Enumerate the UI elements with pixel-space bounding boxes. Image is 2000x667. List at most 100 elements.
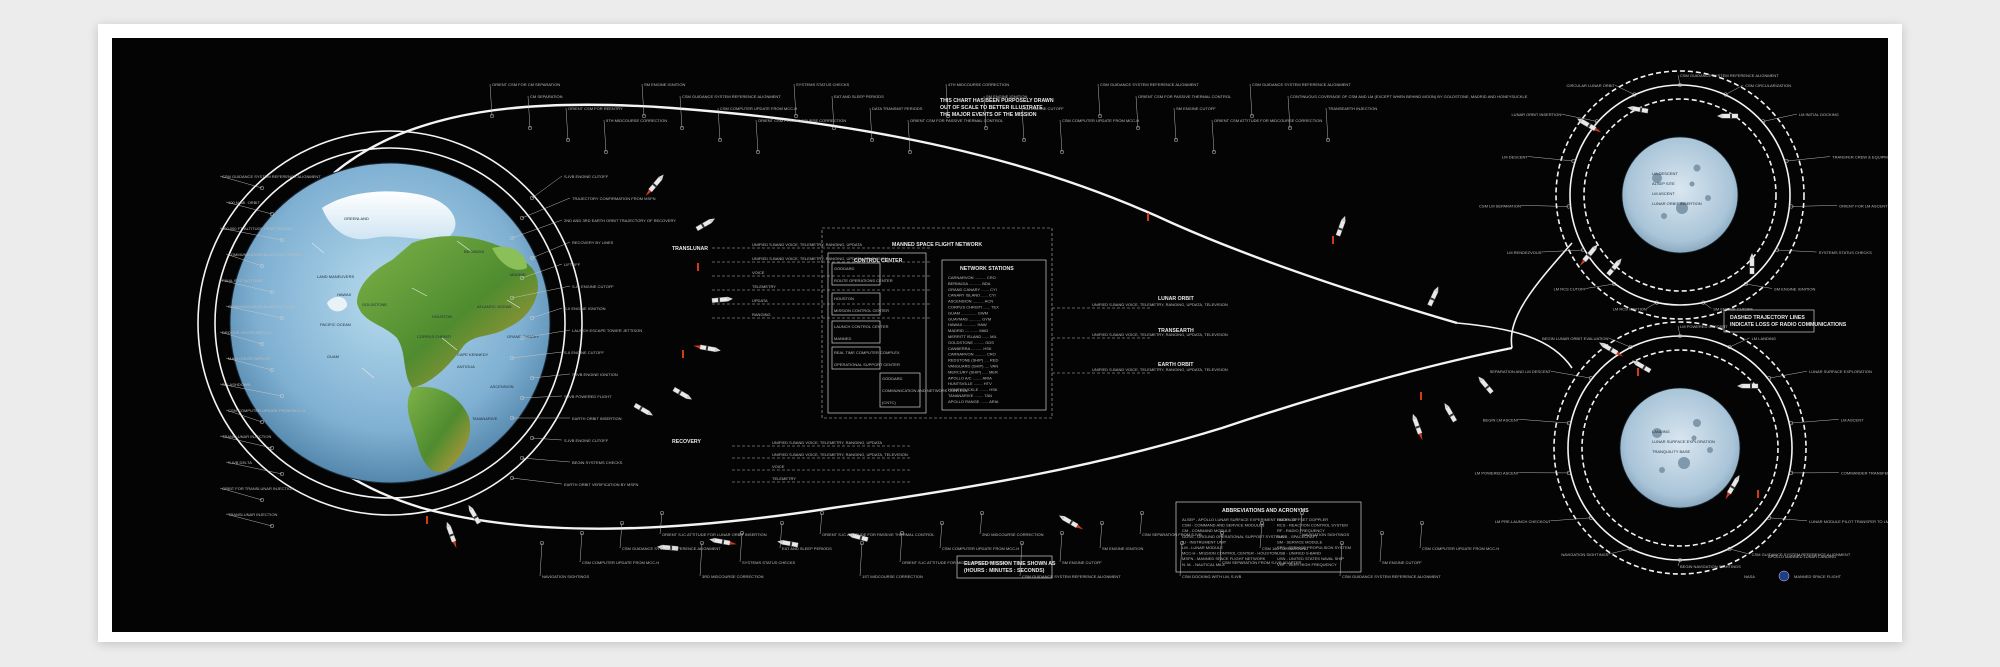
- leader-line: [793, 83, 797, 117]
- event-callout: EARTH ORBIT INSERTION: [572, 416, 622, 421]
- abbreviation-entry: LM - LUNAR MODULE: [1182, 545, 1223, 550]
- event-marker: [259, 341, 265, 347]
- leader-line: [225, 253, 263, 267]
- abbreviation-entry: GOSS - GROUND OPERATIONAL SUPPORT SYSTEM…: [1182, 534, 1285, 539]
- event-callout: LUNAR SURFACE EXPLORATION: [1809, 369, 1872, 374]
- event-callout: LAUNCH ESCAPE TOWER JETTISON: [572, 328, 642, 333]
- engine-burn-marker: [426, 516, 428, 524]
- event-callout: 4TH MIDCOURSE CORRECTION: [948, 82, 1009, 87]
- event-callout: S-IVB ENGINE CUTOFF: [564, 174, 609, 179]
- earth-label: GOLDSTONE: [362, 302, 387, 307]
- network-station: CARNARVON .......... CRO: [948, 275, 996, 280]
- leader-line: [219, 487, 263, 501]
- moon-label: TRANQUILITY BASE: [1652, 449, 1690, 454]
- leader-line: [1677, 559, 1681, 567]
- event-marker: [279, 237, 285, 243]
- event-callout: SM ENGINE CUTOFF: [1382, 560, 1422, 565]
- event-marker: [269, 523, 275, 529]
- spacecraft-icon: [468, 505, 482, 525]
- comm-link-label: UNIFIED S-BAND VOICE, TELEMETRY, RANGING…: [1092, 302, 1228, 307]
- network-station: APOLLO RANGE ....... ARIA: [948, 399, 999, 404]
- leader-line: [579, 532, 583, 563]
- event-callout: ORIENT CSM ATTITUDE FOR MIDCOURSE CORREC…: [1214, 118, 1322, 123]
- control-center-item: ROUTE OPERATIONS CENTER: [834, 278, 893, 283]
- spacecraft-icon: [693, 344, 721, 353]
- abbreviation-entry: N. M. - NAUTICAL MILE: [1182, 562, 1226, 567]
- event-callout: TRAJECTORY CONFIRMATION FROM MSFN: [572, 196, 656, 201]
- control-center-item: COMMUNICATION AND NETWORK CONTROL: [882, 388, 969, 393]
- event-marker: [519, 335, 525, 341]
- event-callout: SM ENGINE CUTOFF: [1024, 106, 1064, 111]
- leader-line: [1585, 283, 1615, 289]
- leader-line: [1608, 548, 1631, 555]
- moon-label: LUNAR SURFACE EXPLORATION: [1652, 439, 1715, 444]
- control-center-title: CONTROL CENTER: [854, 258, 903, 264]
- earth-station-markers: [311, 240, 521, 379]
- network-station: ASCENSION .......... ACN: [948, 299, 993, 304]
- leader-line: [679, 95, 683, 129]
- comm-link-label: TELEMETRY: [752, 284, 776, 289]
- event-marker: [1677, 557, 1683, 563]
- spacecraft-icon: [446, 521, 457, 549]
- leader-line: [521, 395, 563, 399]
- event-callout: LUNAR MODULE PILOT TRANSFER TO LM: [1809, 519, 1888, 524]
- leader-line: [531, 241, 571, 259]
- leader-line: [531, 307, 563, 319]
- event-callout: CM SEPARATION: [530, 94, 563, 99]
- earth-label: CAPE KENNEDY: [457, 352, 489, 357]
- leader-line: [225, 357, 273, 371]
- event-callout: 100 N. MI. ORBIT: [228, 200, 260, 205]
- leader-line: [1791, 419, 1839, 424]
- leader-line: [521, 329, 571, 339]
- leader-line: [521, 263, 563, 279]
- event-callout: 1ST MIDCOURSE CORRECTION: [862, 574, 923, 579]
- event-callout: 2ND AND 3RD EARTH ORBIT TRAJECTORY OF RE…: [564, 218, 676, 223]
- earth-globe: [229, 162, 551, 484]
- earth-label: PACIFIC OCEAN: [320, 322, 351, 327]
- lunar-orbit-upper-inner: [1583, 98, 1777, 292]
- south-america-land: [407, 386, 471, 473]
- abbreviations-list: ALSEP - APOLLO LUNAR SURFACE EXPERIMENT …: [1182, 517, 1351, 567]
- event-marker: [519, 275, 525, 281]
- event-callout: FINAL EXIT ALTITUDE: [222, 278, 263, 283]
- leader-line: [1019, 542, 1023, 577]
- event-marker: [269, 367, 275, 373]
- comm-phase-label: EARTH ORBIT: [1158, 362, 1194, 368]
- event-callout: SYSTEMS STATUS CHECKS: [742, 560, 796, 565]
- event-callout: BEGIN SYSTEMS CHECKS: [572, 460, 623, 465]
- spacecraft-icon: [777, 539, 799, 548]
- radio-loss-box: [1723, 309, 1815, 333]
- spacecraft-icon: [645, 174, 664, 196]
- engine-burn-marker: [1757, 490, 1759, 498]
- event-callout: NAVIGATION SIGHTINGS: [1561, 552, 1609, 557]
- engine-burn-marker: [697, 263, 699, 271]
- comm-link-label: UNIFIED S-BAND VOICE, TELEMETRY, RANGING…: [772, 440, 882, 445]
- event-callout: 2ND MIDCOURSE CORRECTION: [982, 532, 1044, 537]
- event-callout: LM RENDEZVOUS: [1507, 250, 1542, 255]
- scale-note-line1: THIS CHART HAS BEEN PURPOSELY DRAWN: [940, 98, 1054, 104]
- leader-line: [983, 95, 987, 129]
- earth-label: GUAM: [327, 354, 339, 359]
- event-callout: CSM GUIDANCE SYSTEM REFERENCE ALIGNMENT: [1680, 73, 1779, 78]
- leader-line: [659, 512, 663, 535]
- comm-phase-label: LUNAR ORBIT: [1158, 296, 1195, 302]
- leader-line: [219, 175, 263, 189]
- leader-line: [859, 542, 863, 577]
- event-callout: CSM 180 TURNAROUND: [1262, 546, 1308, 551]
- spacecraft-icon: [1725, 475, 1740, 500]
- network-station: GUAM .............. GWM: [948, 310, 988, 315]
- event-callout: LM RCS IGNITION: [1613, 306, 1647, 311]
- event-marker: [1588, 376, 1593, 381]
- event-callout: SM ENGINE IGNITION: [644, 82, 685, 87]
- leader-line: [511, 285, 571, 299]
- control-center-unit: [831, 320, 881, 344]
- leader-line: [1776, 249, 1817, 253]
- program-name: APOLLO MANNED LUNAR LANDING: [1768, 554, 1836, 559]
- comm-link-label: RANGING: [752, 312, 771, 317]
- event-callout: DROGUE CHUTE DEPLOY: [222, 330, 272, 335]
- leader-line: [1139, 512, 1143, 535]
- event-callout: ORIENT CSM FOR MIDCOURSE CORRECTION: [758, 118, 846, 123]
- moon-label: LM DESCENT: [1652, 171, 1678, 176]
- network-station: REDSTONE (SHIP) .... RED: [948, 358, 998, 363]
